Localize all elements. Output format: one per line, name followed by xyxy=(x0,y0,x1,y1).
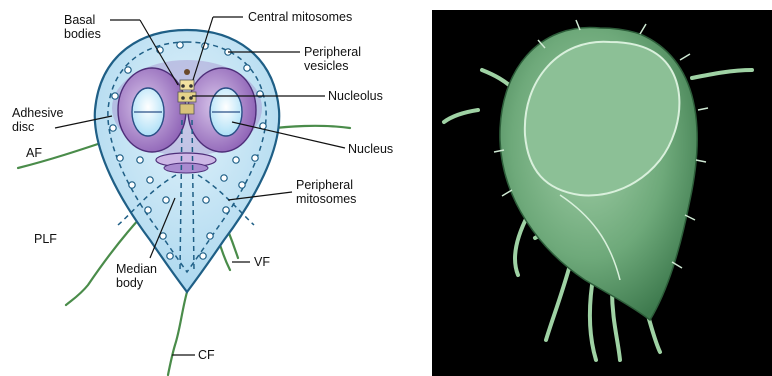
label-nucleolus: Nucleolus xyxy=(328,89,383,103)
label-plf: PLF xyxy=(34,232,57,246)
label-adhesive-disc: Adhesive disc xyxy=(12,106,63,134)
caudal-flagellum xyxy=(168,292,187,375)
label-nucleus: Nucleus xyxy=(348,142,393,156)
label-cf: CF xyxy=(198,348,215,362)
label-peripheral-vesicles: Peripheral vesicles xyxy=(304,45,361,73)
median-body xyxy=(156,153,216,173)
label-central-mitosomes: Central mitosomes xyxy=(248,10,352,24)
label-af: AF xyxy=(26,146,42,160)
sem-photo-panel xyxy=(432,10,772,376)
label-median-body: Median body xyxy=(116,262,157,290)
nucleus-right xyxy=(188,68,256,152)
label-vf: VF xyxy=(254,255,270,269)
label-peripheral-mitosomes: Peripheral mitosomes xyxy=(296,178,356,206)
label-basal-bodies: Basal bodies xyxy=(64,13,101,41)
